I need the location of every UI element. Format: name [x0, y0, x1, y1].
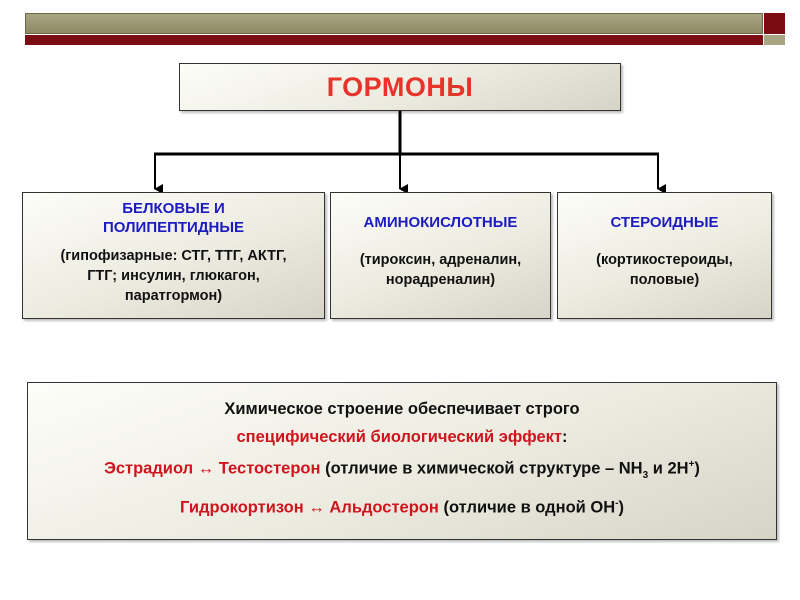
category-protein-title: БЕЛКОВЫЕ И ПОЛИПЕПТИДНЫЕ [102, 200, 245, 236]
hormones-title-box: ГОРМОНЫ [179, 63, 621, 111]
category-amino-description: (тироксин, адреналин, норадреналин) [359, 252, 522, 288]
info-line-2: специфический биологический эффект: [236, 428, 568, 446]
category-protein-description: (гипофизарные: СТГ, ТТГ, АКТГ, ГТГ; инсу… [60, 248, 287, 304]
arrow-icon: ↔ [197, 459, 215, 478]
header-square-red [764, 13, 785, 34]
category-steroid-box: СТЕРОИДНЫЕ (кортикостероиды, половые) [557, 192, 772, 319]
estradiol-label: Эстрадиол [104, 459, 194, 478]
category-amino-title: АМИНОКИСЛОТНЫЕ [363, 214, 518, 231]
specificity-info-box: Химическое строение обеспечивает строго … [27, 382, 777, 540]
hydrocortisone-label: Гидрокортизон [179, 498, 304, 517]
arrow-icon: ↔ [308, 498, 325, 517]
category-amino-box: АМИНОКИСЛОТНЫЕ (тироксин, адреналин, нор… [330, 192, 551, 319]
header-square-olive [764, 35, 785, 45]
header-bar-olive [25, 13, 763, 34]
category-steroid-title: СТЕРОИДНЫЕ [610, 214, 719, 231]
page-title: ГОРМОНЫ [326, 71, 474, 102]
category-protein-box: БЕЛКОВЫЕ И ПОЛИПЕПТИДНЫЕ (гипофизарные: … [22, 192, 325, 319]
aldosterone-label: Альдостерон [329, 498, 439, 517]
category-steroid-description: (кортикостероиды, половые) [596, 252, 733, 288]
testosterone-label: Тестостерон [218, 459, 321, 478]
info-line-1: Химическое строение обеспечивает строго [224, 400, 580, 418]
info-line-3: Эстрадиол ↔ Тестостерон (отличие в химич… [104, 459, 700, 481]
info-line-4: Гидрокортизон ↔ Альдостерон (отличие в о… [179, 497, 625, 517]
header-bar-red [25, 35, 763, 45]
